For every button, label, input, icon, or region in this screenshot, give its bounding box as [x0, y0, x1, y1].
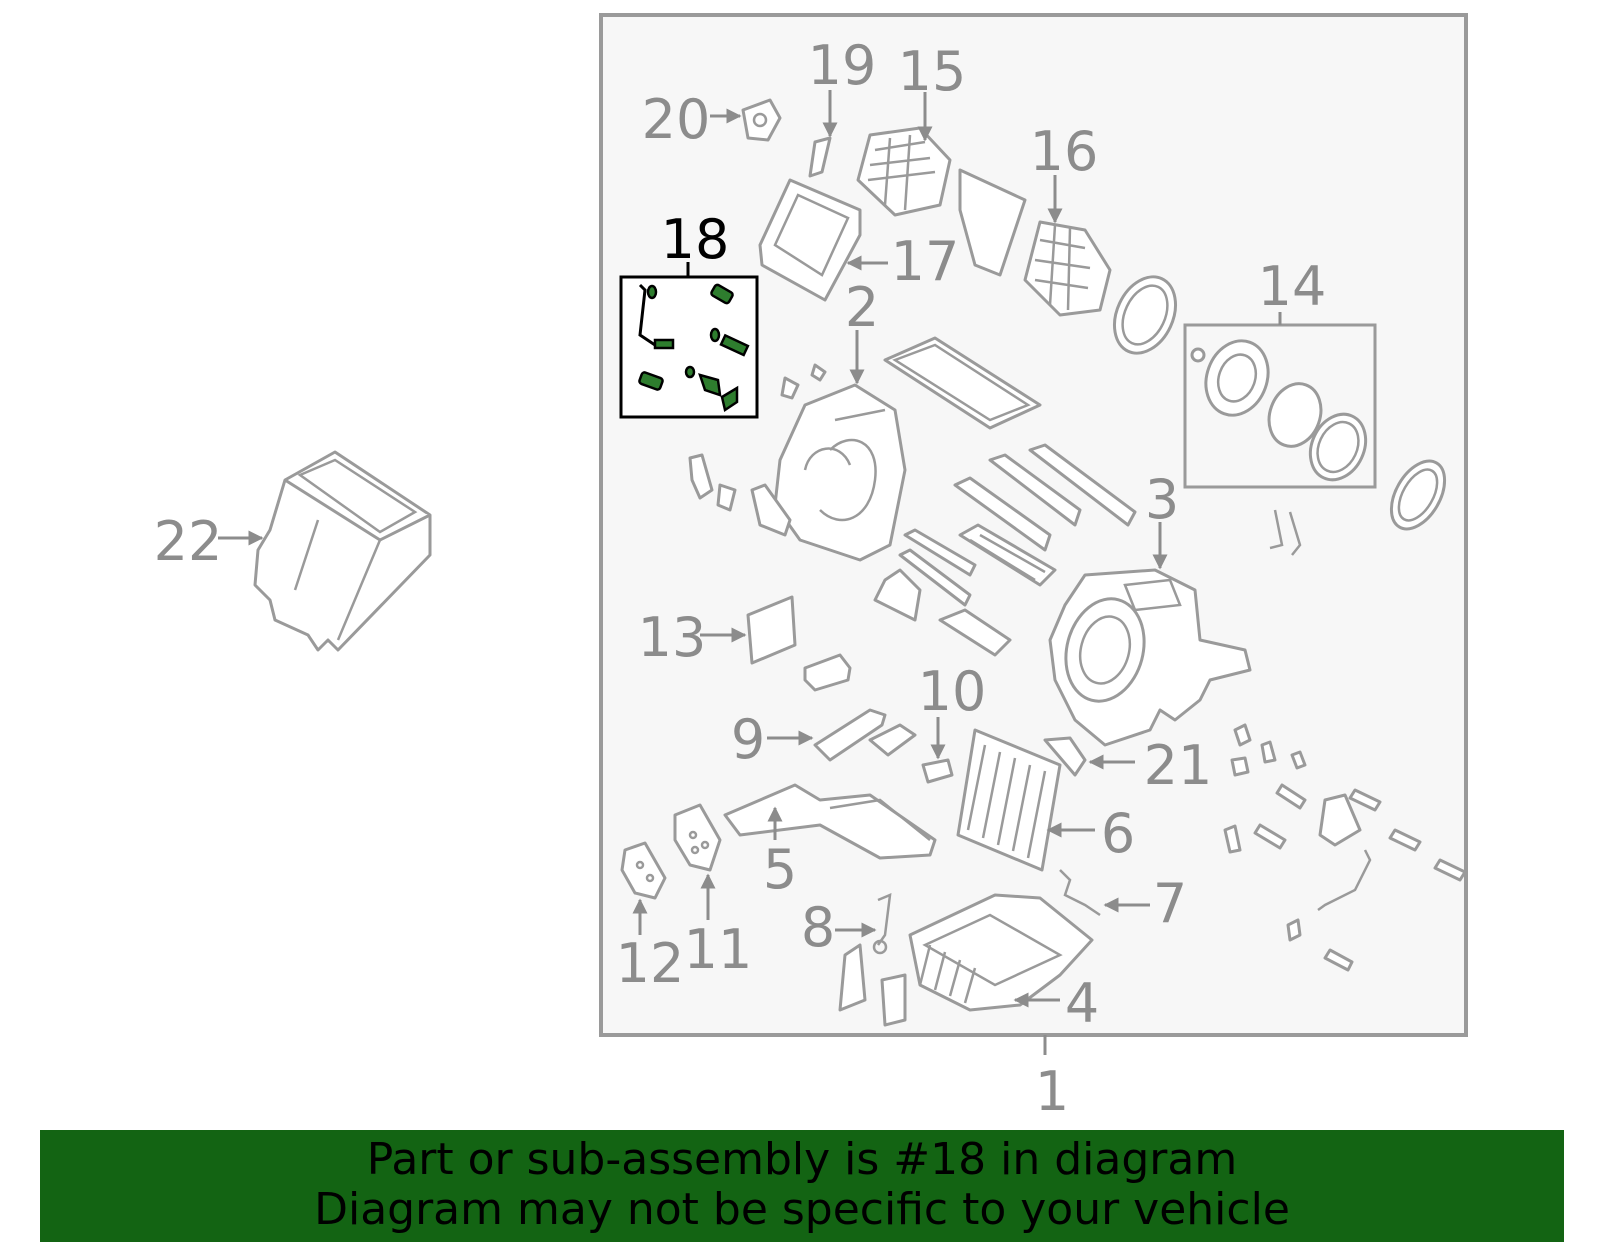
part-14-blower-kit[interactable]	[1183, 312, 1377, 489]
callout-7: 7	[1153, 872, 1187, 935]
callout-21: 21	[1144, 734, 1213, 797]
part-11[interactable]	[673, 803, 722, 872]
part-10[interactable]	[921, 758, 954, 784]
callout-10: 10	[918, 660, 987, 723]
banner-line-2: Diagram may not be specific to your vehi…	[314, 1184, 1290, 1235]
part-3-blower-case[interactable]	[1048, 568, 1252, 747]
part-doors[interactable]	[873, 443, 1137, 657]
callout-16: 16	[1030, 120, 1099, 183]
callout-8: 8	[801, 896, 835, 959]
part-8[interactable]	[838, 893, 907, 1027]
callout-18-highlighted: 18	[661, 208, 730, 271]
part-ring[interactable]	[1103, 267, 1188, 363]
callout-9: 9	[731, 708, 765, 771]
callout-3: 3	[1145, 468, 1179, 531]
info-banner: Part or sub-assembly is #18 in diagram D…	[40, 1130, 1564, 1242]
part-7[interactable]	[1059, 869, 1101, 917]
callout-11: 11	[684, 918, 753, 981]
part-6-heater-core[interactable]	[956, 728, 1062, 872]
callout-17: 17	[891, 230, 960, 293]
part-5-evaporator[interactable]	[723, 783, 937, 860]
part-21[interactable]	[1043, 736, 1087, 777]
callout-6: 6	[1101, 802, 1135, 865]
part-22-duct[interactable]	[253, 450, 432, 652]
callout-5: 5	[763, 838, 797, 901]
part-2-case[interactable]	[773, 363, 907, 562]
part-19[interactable]	[808, 136, 832, 178]
callout-15: 15	[898, 40, 967, 103]
part-20[interactable]	[741, 98, 782, 142]
callout-22: 22	[154, 510, 223, 573]
part-hardware-right[interactable]	[1223, 723, 1467, 972]
callout-4: 4	[1065, 972, 1099, 1035]
callout-1: 1	[1035, 1060, 1069, 1123]
part-hook[interactable]	[1269, 509, 1302, 556]
part-plate[interactable]	[958, 168, 1027, 277]
part-filter-panel[interactable]	[883, 336, 1042, 430]
part-ring-right[interactable]	[1380, 452, 1455, 538]
callout-2: 2	[845, 276, 879, 339]
callout-14: 14	[1258, 255, 1327, 318]
part-16[interactable]	[1023, 220, 1112, 317]
callout-12: 12	[616, 932, 685, 995]
callout-20: 20	[642, 88, 711, 151]
part-13[interactable]	[746, 595, 797, 665]
part-clip-9b[interactable]	[868, 723, 917, 757]
part-4-lower-case[interactable]	[908, 893, 1094, 1012]
part-12[interactable]	[620, 841, 667, 900]
part-9[interactable]	[813, 708, 887, 762]
part-17-filter[interactable]	[758, 178, 862, 302]
part-bracket[interactable]	[803, 653, 852, 692]
banner-line-1: Part or sub-assembly is #18 in diagram	[366, 1134, 1238, 1185]
callout-13: 13	[638, 606, 707, 669]
part-clips-left[interactable]	[688, 453, 792, 537]
part-18-kit[interactable]	[619, 262, 759, 419]
callout-19: 19	[808, 34, 877, 97]
